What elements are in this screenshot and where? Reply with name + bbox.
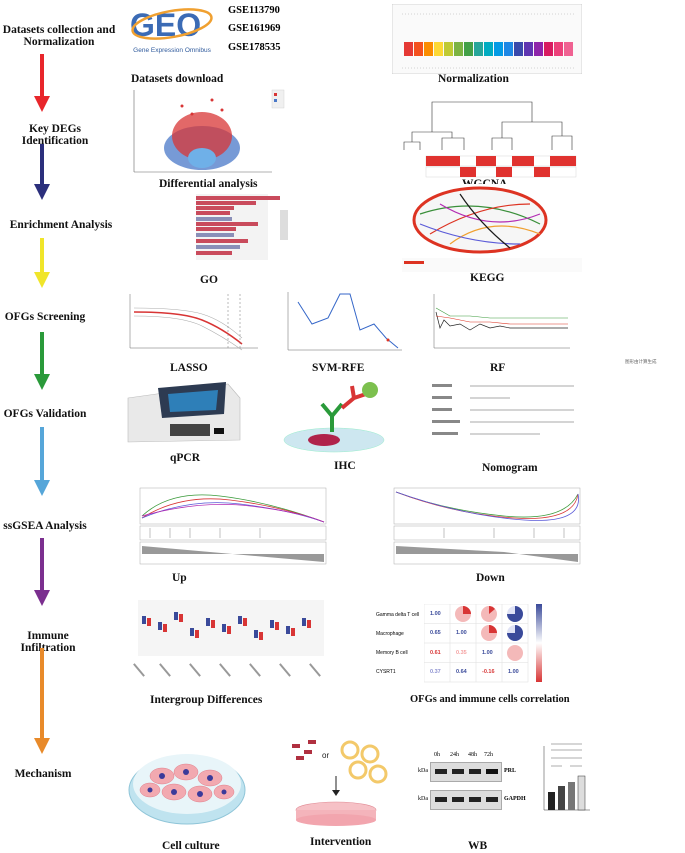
arrow-navy xyxy=(34,144,50,200)
caption-qpcr: qPCR xyxy=(170,452,201,464)
caption-intervention: Intervention xyxy=(310,836,372,848)
lasso-plot xyxy=(122,290,262,356)
caption-intergroup: Intergroup Differences xyxy=(150,694,263,706)
caption-rf: RF xyxy=(490,362,506,374)
wgcna-trait-blocks xyxy=(426,156,576,177)
ihc-diagram xyxy=(274,380,404,456)
wb-band-prl xyxy=(430,762,502,782)
gsea-down-plot xyxy=(384,486,584,568)
step-key-degs: Key DEGs Identification xyxy=(21,123,89,147)
arrow-orange xyxy=(34,648,50,754)
step-immune: Immune Infiltration xyxy=(20,630,76,654)
caption-correlation: OFGs and immune cells correlation xyxy=(410,694,570,705)
wb-row-label: GAPDH xyxy=(504,796,526,802)
wb-quant-bars xyxy=(536,736,592,824)
corr-grid xyxy=(424,604,529,683)
geo-logo-graphic: GEO xyxy=(130,7,213,43)
arrow-light-blue xyxy=(34,427,50,496)
corr-value: 0.64 xyxy=(456,669,467,675)
caption-up: Up xyxy=(172,572,187,584)
gse-3: GSE178535 xyxy=(228,42,281,53)
side-note: 图形由计算生成 xyxy=(625,360,657,365)
nomogram xyxy=(430,380,580,446)
caption-datasets-download: Datasets download xyxy=(131,73,224,85)
wb-kda: kDa xyxy=(418,796,428,802)
gse-2: GSE161969 xyxy=(228,23,281,34)
cell-culture-dish xyxy=(122,728,252,836)
corr-row-label: Gamma delta T cell xyxy=(376,612,420,618)
intergroup-boxes xyxy=(142,612,311,640)
geo-logo: GEO Gene Expression Omnibus xyxy=(126,6,218,54)
rf-plot xyxy=(420,288,578,358)
caption-wb: WB xyxy=(468,840,488,852)
caption-go: GO xyxy=(200,274,218,286)
wb-time: 72h xyxy=(484,752,493,758)
corr-value: 0.61 xyxy=(430,650,441,656)
boxplot-boxes xyxy=(404,42,573,56)
corr-value: 1.00 xyxy=(482,650,493,656)
svg-text:or: or xyxy=(322,751,329,760)
corr-value: 1.00 xyxy=(430,611,441,617)
arrow-red xyxy=(34,54,50,112)
intergroup-boxplot xyxy=(124,594,332,688)
caption-normalization: Normalization xyxy=(438,73,509,85)
corr-value: 1.00 xyxy=(456,630,467,636)
caption-cell-culture: Cell culture xyxy=(162,840,220,852)
normalization-boxplot xyxy=(392,4,582,74)
corr-row-label: CYSRT1 xyxy=(376,669,396,675)
arrow-purple xyxy=(34,538,50,606)
caption-down: Down xyxy=(476,572,505,584)
wgcna-dendrogram xyxy=(392,92,582,180)
correlation-matrix: Gamma delta T cell Macrophage Memory B c… xyxy=(376,598,556,690)
corr-value: 0.37 xyxy=(430,669,441,675)
go-barplot xyxy=(124,190,294,270)
corr-value: 0.65 xyxy=(430,630,441,636)
wb-band-gapdh xyxy=(430,790,502,810)
caption-nomogram: Nomogram xyxy=(482,462,538,474)
corr-value: 0.35 xyxy=(456,650,467,656)
step-ssgsea: ssGSEA Analysis xyxy=(3,520,87,532)
caption-differential: Differential analysis xyxy=(159,178,258,190)
go-bars xyxy=(196,196,280,255)
wb-row-label: PRL xyxy=(504,768,516,774)
western-blot: 0h 24h 48h 72h kDa kDa PRL GAPDH xyxy=(418,752,526,814)
step-mechanism: Mechanism xyxy=(14,768,72,780)
caption-svm: SVM-RFE xyxy=(312,362,365,374)
step-enrichment: Enrichment Analysis xyxy=(9,219,113,231)
caption-ihc: IHC xyxy=(334,460,356,472)
wb-time: 48h xyxy=(468,752,477,758)
step-datasets-collection: Datasets collection and Normalization xyxy=(2,24,116,48)
wb-time: 24h xyxy=(450,752,459,758)
corr-row-label: Macrophage xyxy=(376,631,404,637)
step-ofgs-screening: OFGs Screening xyxy=(4,311,86,323)
kegg-chord xyxy=(390,184,590,274)
wb-time: 0h xyxy=(434,752,440,758)
geo-subtitle: Gene Expression Omnibus xyxy=(133,47,211,54)
arrow-yellow xyxy=(34,238,50,288)
caption-lasso: LASSO xyxy=(170,362,208,374)
corr-value: 1.00 xyxy=(508,669,519,675)
step-ofgs-validation: OFGs Validation xyxy=(3,408,87,420)
svm-rfe-plot xyxy=(282,288,406,358)
volcano-plot xyxy=(122,86,292,176)
caption-kegg: KEGG xyxy=(470,272,505,284)
corr-value: -0.16 xyxy=(482,669,495,675)
flow-arrows xyxy=(34,54,50,754)
gsea-up-plot xyxy=(130,486,330,568)
gse-1: GSE113790 xyxy=(228,5,280,16)
qpcr-machine xyxy=(118,380,248,450)
arrow-green xyxy=(34,332,50,390)
intervention-diagram: or xyxy=(282,736,412,832)
wb-kda: kDa xyxy=(418,768,428,774)
corr-colorbar xyxy=(536,604,542,682)
corr-row-label: Memory B cell xyxy=(376,650,408,656)
